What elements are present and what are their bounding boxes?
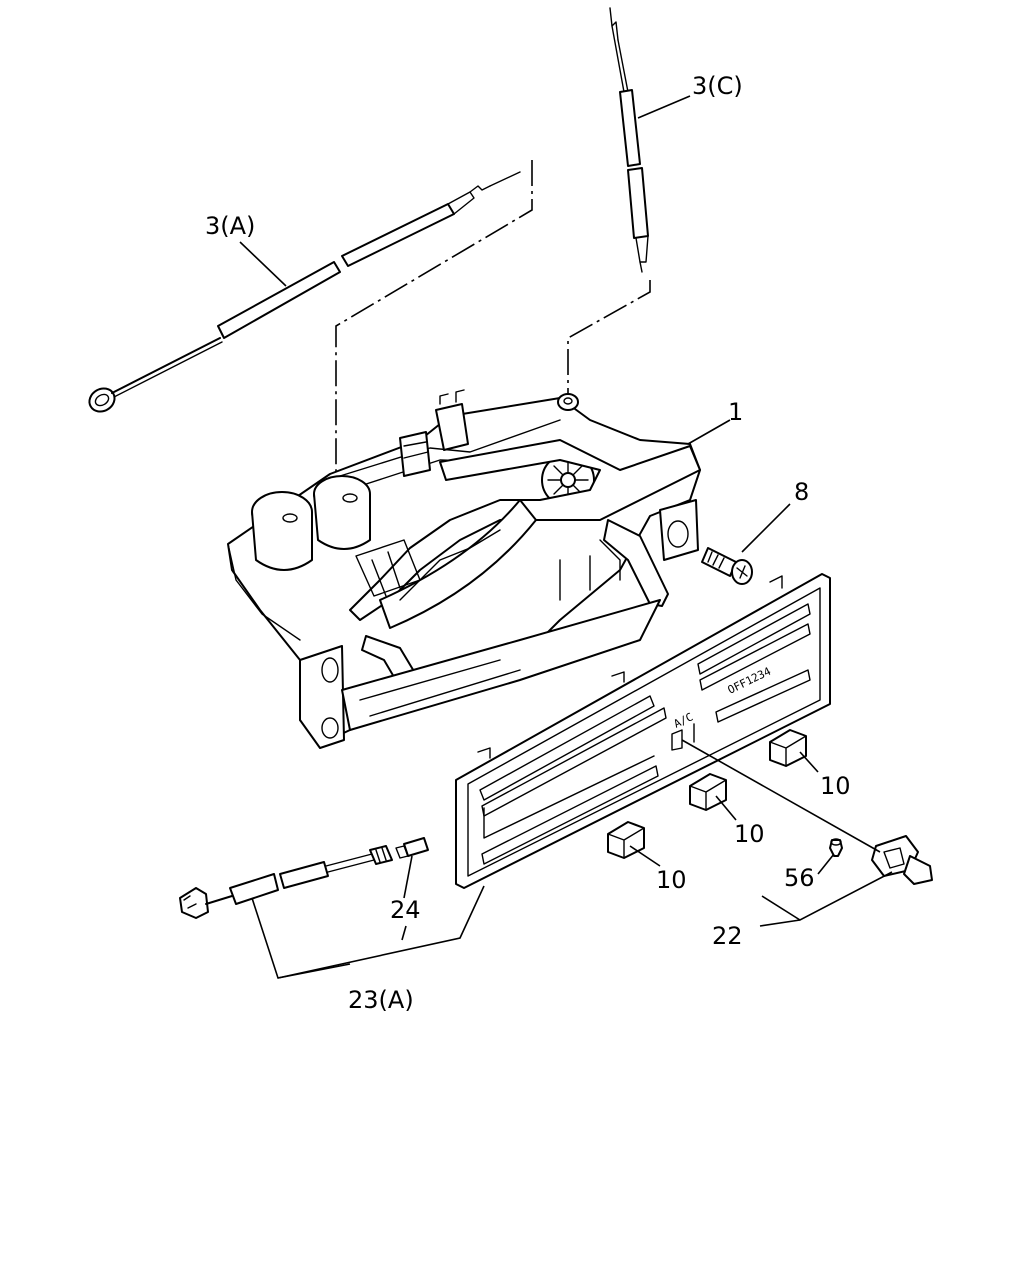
callout-24: 24 bbox=[390, 896, 421, 924]
screw-8 bbox=[701, 547, 753, 585]
control-panel: OFF1234 A/C bbox=[455, 573, 831, 889]
leader-lines bbox=[239, 95, 893, 979]
cable-3c-routing bbox=[567, 280, 651, 400]
callout-23a: 23(A) bbox=[348, 986, 414, 1014]
callout-22: 22 bbox=[712, 922, 743, 950]
cable-3c bbox=[609, 7, 649, 273]
cable-23a bbox=[179, 845, 393, 919]
cable-3a-routing bbox=[335, 160, 533, 610]
knob-10-top bbox=[769, 729, 807, 767]
callout-10-middle: 10 bbox=[734, 820, 765, 848]
control-assembly bbox=[227, 389, 701, 749]
clip-24 bbox=[395, 837, 429, 859]
callout-8: 8 bbox=[794, 478, 809, 506]
knob-10-middle bbox=[689, 773, 727, 811]
cable-3a bbox=[88, 171, 521, 413]
callout-3c: 3(C) bbox=[692, 72, 743, 100]
callout-3a: 3(A) bbox=[205, 212, 255, 240]
bulb-56 bbox=[829, 838, 843, 857]
callout-56: 56 bbox=[784, 864, 815, 892]
switch-22 bbox=[871, 835, 933, 885]
callout-1: 1 bbox=[728, 398, 743, 426]
callout-10-bottom: 10 bbox=[656, 866, 687, 894]
callout-10-top: 10 bbox=[820, 772, 851, 800]
